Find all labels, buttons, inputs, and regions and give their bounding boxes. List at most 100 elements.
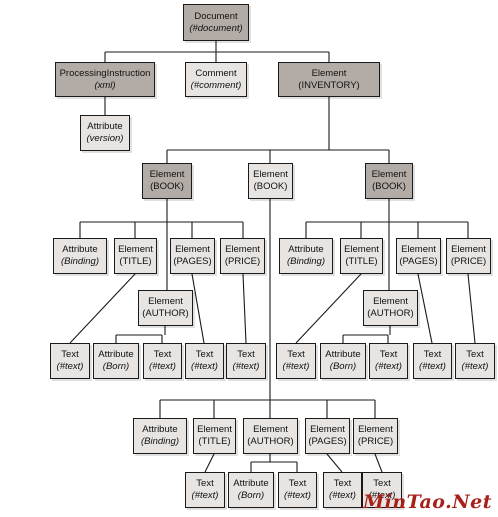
node-type-label: Attribute [87, 121, 123, 132]
node-name-label: (#text) [191, 361, 218, 372]
node-comment: Comment(#comment) [185, 62, 247, 97]
node-bookm: Element(BOOK) [248, 163, 293, 199]
node-name-label: (#comment) [190, 79, 242, 91]
node-name-label: (#text) [284, 490, 311, 501]
node-m-binding: Attribute(Binding) [133, 418, 187, 454]
node-type-label: Element [118, 244, 153, 255]
node-l-price: Element(PRICE) [220, 238, 265, 274]
node-type-label: Text [379, 349, 398, 360]
node-bookr: Element(BOOK) [365, 163, 413, 199]
node-r-title: Element(TITLE) [340, 238, 383, 274]
node-l-title: Element(TITLE) [114, 238, 157, 274]
node-type-label: Element [344, 244, 379, 255]
node-document: Document(#document) [183, 4, 249, 41]
node-name-label: (Born) [102, 361, 130, 372]
connector-line [242, 273, 247, 344]
connector-line [467, 273, 476, 344]
node-l-t1: Text(#text) [50, 343, 90, 379]
node-type-label: Document [194, 10, 238, 22]
node-name-label: (Born) [329, 361, 357, 372]
node-m-t1: Text(#text) [185, 472, 225, 508]
node-type-label: Text [466, 349, 484, 360]
node-r-author: Element(AUTHOR) [363, 290, 418, 326]
node-name-label: (PAGES) [173, 256, 212, 267]
node-m-price: Element(PRICE) [353, 418, 398, 454]
node-r-born: Attribute(Born) [320, 343, 366, 379]
node-l-author: Element(AUTHOR) [138, 290, 193, 326]
node-type-label: Element [373, 296, 408, 307]
node-r-price: Element(PRICE) [446, 238, 491, 274]
node-name-label: (#text) [282, 361, 310, 372]
node-name-label: (TITLE) [198, 436, 231, 447]
connector-line [417, 273, 433, 344]
node-name-label: (Binding) [140, 436, 180, 447]
node-type-label: Text [195, 349, 214, 360]
node-type-label: Element [253, 424, 288, 435]
node-type-label: Attribute [233, 478, 269, 489]
node-m-author: Element(AUTHOR) [243, 418, 298, 454]
node-type-label: Attribute [142, 424, 178, 435]
node-name-label: (PRICE) [224, 256, 261, 267]
node-name-label: (xml) [94, 79, 116, 91]
node-name-label: (#text) [375, 361, 402, 372]
node-r-t2: Text(#text) [369, 343, 408, 379]
node-l-binding: Attribute(Binding) [53, 238, 107, 274]
node-type-label: Attribute [288, 244, 324, 255]
node-name-label: (#text) [232, 361, 260, 372]
node-name-label: (INVENTORY) [298, 79, 360, 91]
connector-line [204, 453, 215, 473]
node-r-binding: Attribute(Binding) [279, 238, 333, 274]
node-m-t4: Text(#text) [362, 472, 402, 508]
node-type-label: Element [401, 244, 436, 255]
connector-line [191, 273, 205, 344]
node-type-label: Text [288, 478, 307, 489]
node-type-label: Text [333, 478, 352, 489]
connector-line [326, 453, 343, 473]
node-type-label: Text [61, 349, 79, 360]
node-type-label: Text [287, 349, 305, 360]
connector-line [374, 453, 383, 473]
node-name-label: (#text) [329, 490, 356, 501]
node-name-label: (AUTHOR) [367, 308, 414, 319]
node-r-t4: Text(#text) [455, 343, 495, 379]
node-type-label: Element [253, 169, 288, 180]
node-r-pages: Element(PAGES) [396, 238, 441, 274]
node-m-t3: Text(#text) [323, 472, 362, 508]
node-name-label: (BOOK) [150, 181, 184, 192]
node-type-label: Text [373, 478, 391, 489]
node-type-label: Element [197, 424, 232, 435]
node-m-t2: Text(#text) [278, 472, 317, 508]
connector-line [69, 273, 136, 344]
node-name-label: (#document) [189, 22, 243, 34]
node-name-label: (PRICE) [357, 436, 394, 447]
node-name-label: (AUTHOR) [247, 436, 294, 447]
node-inventory: Element(INVENTORY) [278, 62, 380, 97]
node-type-label: Element [358, 424, 393, 435]
node-r-t1: Text(#text) [276, 343, 316, 379]
node-type-label: Comment [195, 67, 237, 79]
watermark: MinTao.Net [363, 491, 492, 513]
node-type-label: Attribute [325, 349, 361, 360]
node-type-label: Attribute [98, 349, 134, 360]
node-name-label: (#text) [56, 361, 84, 372]
node-name-label: (#text) [191, 490, 219, 501]
node-name-label: (#text) [461, 361, 489, 372]
node-type-label: Attribute [62, 244, 98, 255]
node-type-label: Element [148, 296, 183, 307]
node-l-t4: Text(#text) [226, 343, 266, 379]
node-name-label: (BOOK) [253, 181, 288, 192]
node-name-label: (version) [86, 133, 124, 144]
connector-line [295, 273, 362, 344]
node-name-label: (Binding) [60, 256, 100, 267]
node-bookl: Element(BOOK) [142, 163, 192, 199]
node-l-born: Attribute(Born) [93, 343, 139, 379]
node-version: Attribute(version) [80, 115, 130, 151]
node-name-label: (TITLE) [345, 256, 378, 267]
node-type-label: Element [225, 244, 260, 255]
node-name-label: (PAGES) [399, 256, 438, 267]
node-name-label: (#text) [419, 361, 446, 372]
node-type-label: Element [311, 67, 347, 79]
node-type-label: Element [175, 244, 210, 255]
